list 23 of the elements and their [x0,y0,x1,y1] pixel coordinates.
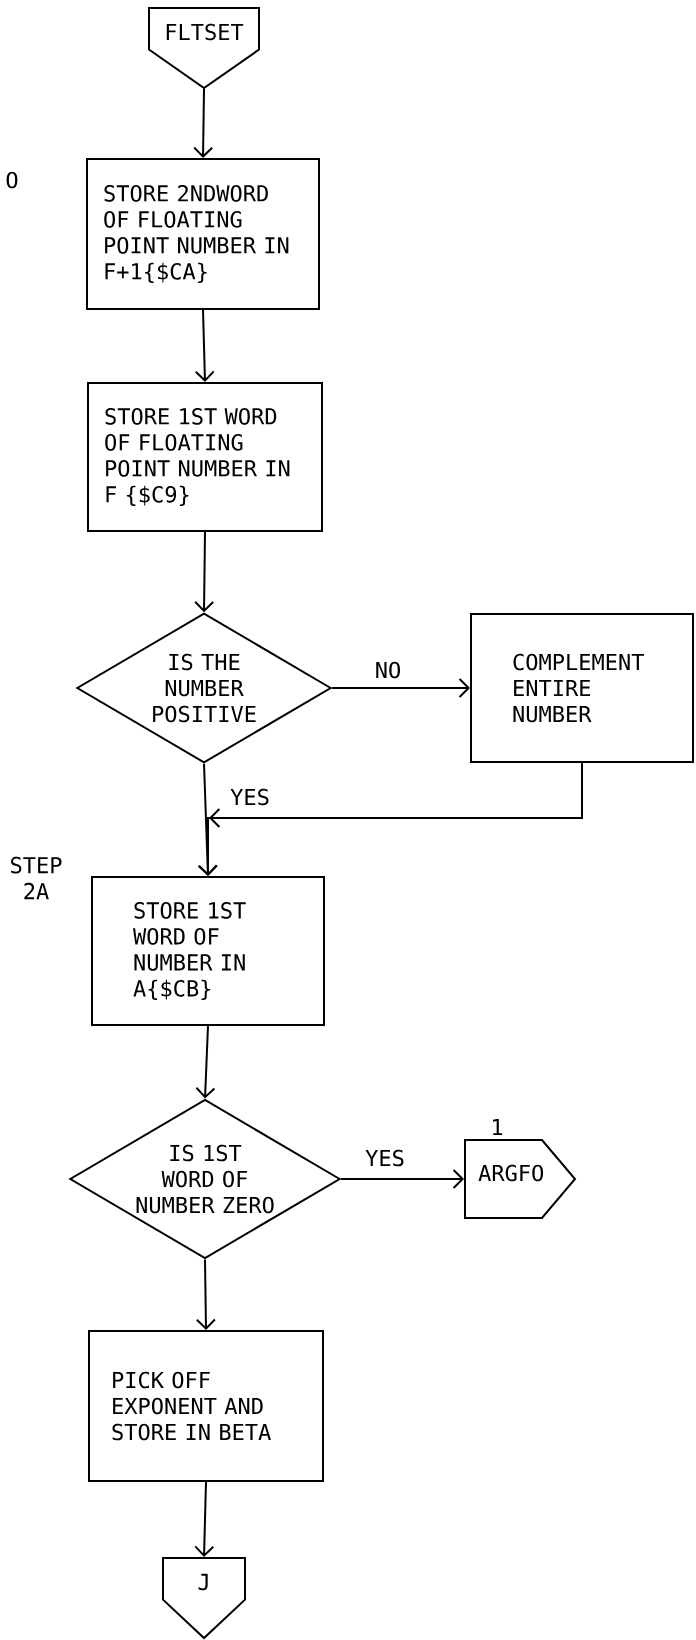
process-box: STORE 2NDWORD OF FLOATING POINT NUMBER IN F+1{$CA} [86,158,320,310]
arrow [194,531,215,613]
arrow [197,762,218,876]
off-page-connector: J [162,1557,246,1640]
side-note: STEP 2A [11,856,62,900]
arrow [194,309,215,382]
edge-label: NO [373,660,403,680]
arrow [195,1025,216,1099]
arrow [331,678,470,698]
label: O [6,171,18,189]
edge-label: YES [229,787,271,807]
arrow [194,1481,215,1558]
arrow [340,1169,464,1189]
process-box: COMPLEMENT ENTIRE NUMBER [470,613,694,763]
arrow [195,1258,216,1330]
process-box: PICK OFF EXPONENT AND STORE IN BETA [88,1330,324,1482]
off-page-connector: ARGFO [464,1139,577,1219]
edge-label: YES [364,1148,406,1168]
process-box: STORE 1ST WORD OF FLOATING POINT NUMBER IN F {$C9} [87,382,323,532]
arrow [193,88,214,158]
process-box: STORE 1ST WORD OF NUMBER IN A{$CB} [91,876,325,1026]
side-note: 1 [493,1119,503,1136]
off-page-connector: FLTSET [148,7,260,90]
